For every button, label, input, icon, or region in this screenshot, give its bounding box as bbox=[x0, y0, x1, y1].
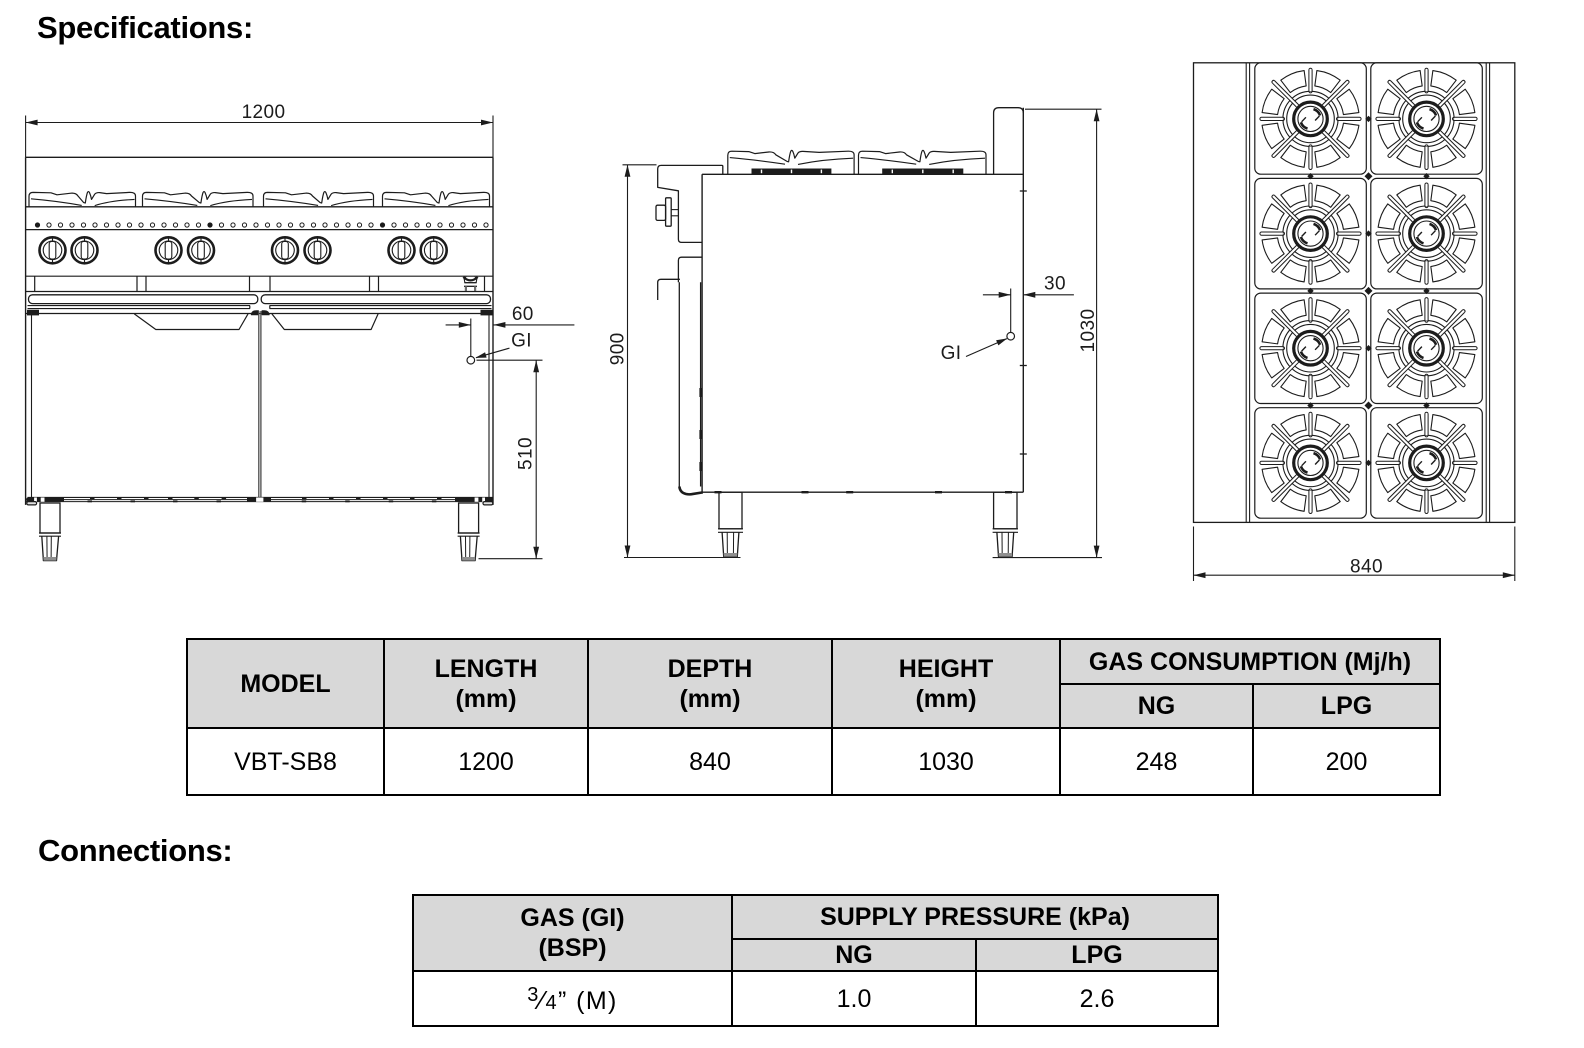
svg-text:GI: GI bbox=[941, 343, 962, 364]
svg-text:1200: 1200 bbox=[242, 102, 286, 123]
svg-text:GI: GI bbox=[511, 331, 532, 352]
svg-text:1030: 1030 bbox=[1078, 309, 1099, 353]
svg-text:30: 30 bbox=[1044, 274, 1066, 295]
svg-text:840: 840 bbox=[1350, 556, 1383, 577]
svg-text:60: 60 bbox=[512, 304, 534, 325]
svg-text:510: 510 bbox=[515, 437, 536, 470]
svg-text:900: 900 bbox=[608, 332, 629, 365]
